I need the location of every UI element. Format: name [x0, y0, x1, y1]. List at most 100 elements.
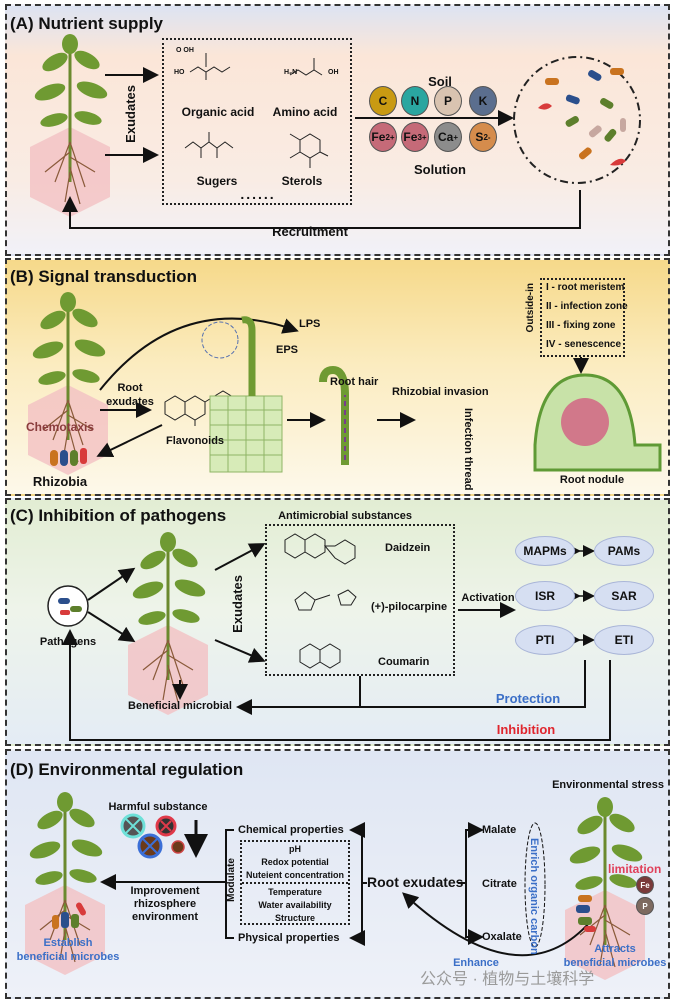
root-hair-icon — [241, 316, 256, 396]
phosphorus-limit-ball: P — [636, 897, 654, 915]
arrow-flavonoids-rhizobia — [96, 424, 163, 457]
iron-limit-ball: Fe — [636, 876, 654, 894]
root-exudates-label-2: exudates — [106, 396, 154, 408]
antimicrobial-label: Antimicrobial substances — [278, 510, 412, 522]
attracts-label-2: beneficial microbes — [563, 957, 667, 969]
eps-label: EPS — [276, 344, 299, 356]
improvement-label-2: rhizosphere — [133, 898, 197, 910]
flavonoid-structure-icon — [164, 390, 234, 426]
enrich-carbon-ellipse — [524, 822, 546, 948]
arrow-recruitment — [62, 190, 581, 229]
improvement-label-1: Improvement — [130, 885, 200, 897]
chemotaxis-label: Chemotaxis — [25, 420, 95, 434]
arrow-protection — [236, 660, 586, 715]
root-nodule-label: Root nodule — [559, 474, 625, 486]
oxalate-label: Oxalate — [482, 931, 522, 943]
chemical-properties-label: Chemical properties — [238, 824, 344, 836]
root-cells-icon — [209, 395, 283, 473]
zone-2: II - infection zone — [546, 301, 628, 312]
lps-label: LPS — [299, 318, 321, 330]
chem-label: O OH — [176, 47, 194, 54]
redox-item: Redox potential — [261, 857, 329, 867]
microbes-right-icon — [576, 895, 596, 932]
arrow-pathogens-plant-top — [87, 567, 136, 601]
microbes-left-icon — [52, 902, 86, 929]
eti-node: ETI — [594, 625, 654, 655]
establish-label-2: beneficial microbes — [16, 951, 120, 963]
antimicrobial-structures-icon — [284, 533, 357, 669]
enrich-organic-carbon-label: Enrich organic carbon — [528, 838, 540, 955]
citrate-label: Citrate — [482, 878, 517, 890]
beneficial-microbial-label: Beneficial microbial — [128, 700, 232, 712]
pathogens-label: Pathogens — [39, 636, 97, 648]
malate-label: Malate — [482, 824, 517, 836]
rhizobial-invasion-label: Rhizobial invasion — [392, 386, 489, 398]
rhizobia-cluster-circle — [201, 321, 239, 359]
limitation-label: limitation — [608, 862, 662, 876]
coumarin-label: Coumarin — [378, 656, 430, 668]
establish-label-1: Establish — [43, 937, 93, 949]
ph-item: pH — [289, 844, 301, 854]
phosphorus-ball: P — [434, 86, 462, 116]
panel-a-title: (A) Nutrient supply — [10, 14, 163, 33]
properties-box — [240, 840, 350, 925]
mapms-node: MAPMs — [515, 536, 575, 566]
panel-nutrient-supply — [5, 4, 670, 256]
acid-branch-arrows — [465, 829, 484, 945]
arrow-exudates-bottom — [214, 639, 266, 663]
pathogens-circle-icon — [47, 585, 89, 627]
infection-thread-icon — [319, 365, 349, 465]
zone-1: I - root meristem — [546, 282, 625, 293]
soil-label: Soil — [428, 74, 452, 89]
isr-node: ISR — [515, 581, 575, 611]
physical-properties-label: Physical properties — [238, 932, 340, 944]
organic-acid-label: Organic acid — [181, 105, 255, 119]
inhibition-label: Inhibition — [496, 722, 556, 737]
bacteria-icons — [538, 68, 626, 166]
chem-label: OH — [328, 69, 339, 76]
activation-label: Activation — [461, 592, 515, 604]
root-exudates-label: Root exudates — [367, 874, 464, 890]
enhance-label: Enhance — [453, 957, 499, 969]
panel-d-title: (D) Environmental regulation — [10, 760, 244, 779]
panel-b-title: (B) Signal transduction — [10, 267, 197, 286]
chemical-structures — [184, 53, 329, 168]
daidzein-label: Daidzein — [385, 542, 431, 554]
root-hair-label: Root hair — [330, 376, 379, 388]
pti-node: PTI — [515, 625, 575, 655]
harmful-substance-label: Harmful substance — [108, 801, 208, 813]
infection-thread-label: Infection thread — [462, 408, 474, 491]
root-nodule-icon — [533, 373, 662, 472]
attracts-label-1: Attracts — [594, 943, 636, 955]
environmental-stress-label: Environmental stress — [552, 779, 664, 791]
improvement-label-3: environment — [131, 911, 199, 923]
sterols-label: Sterols — [281, 174, 323, 188]
flavonoids-label: Flavonoids — [165, 435, 225, 447]
chem-label: HO — [174, 69, 185, 76]
structure-item: Structure — [274, 913, 316, 923]
nodule-zones-box — [540, 278, 625, 357]
harmful-substance-icons — [120, 813, 185, 859]
arrow-inhibition — [62, 629, 611, 741]
modulate-label: Modulate — [226, 858, 237, 902]
carbon-ball: C — [369, 86, 397, 116]
calcium-ball: Ca+ — [434, 122, 462, 152]
antimicrobial-box — [265, 524, 455, 676]
rhizobia-label: Rhizobia — [32, 474, 88, 489]
chem-label: H₂N — [284, 69, 298, 76]
arrow-exudates-top — [214, 543, 266, 571]
microbe-community-circle — [513, 56, 641, 184]
rhizobia-icon — [50, 448, 87, 466]
immunity-double-arrows — [569, 545, 595, 646]
arrow-curved-chemotaxis — [99, 317, 299, 391]
water-item: Water availability — [258, 900, 332, 910]
modulate-bracket — [225, 829, 234, 939]
pilocarpine-label: (+)-pilocarpine — [371, 601, 448, 613]
potassium-ball: K — [469, 86, 497, 116]
watermark: 公众号 · 植物与土壤科学 — [420, 971, 595, 988]
